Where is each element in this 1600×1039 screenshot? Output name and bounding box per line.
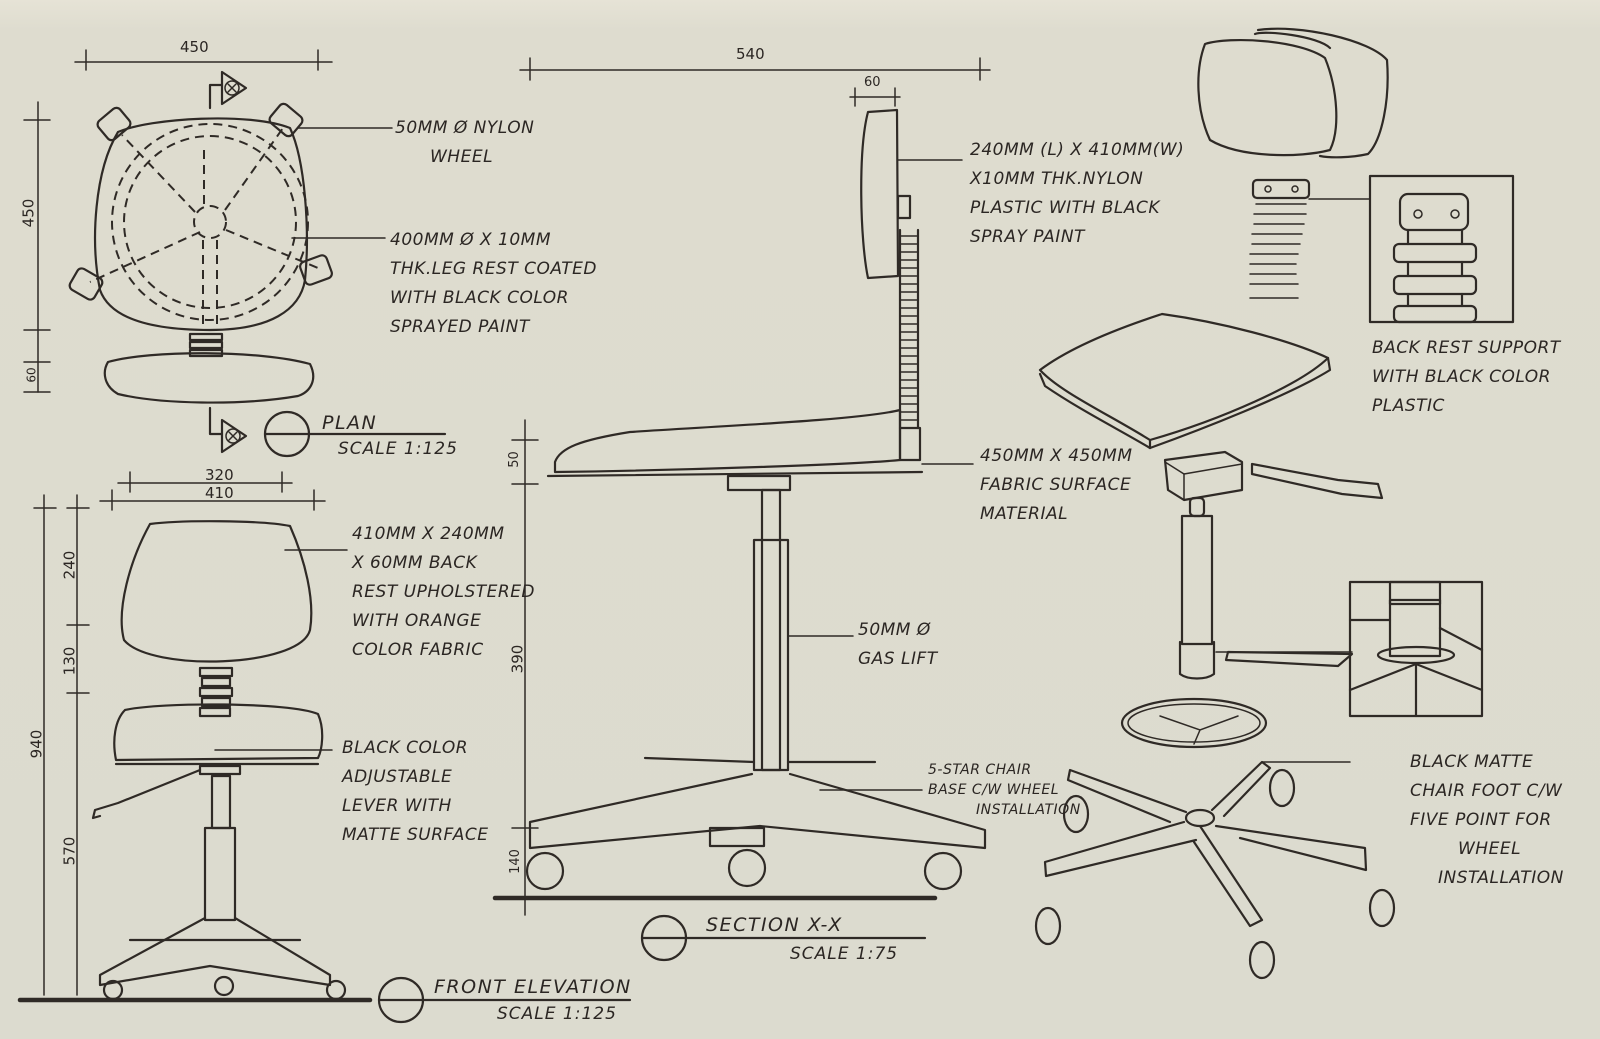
front-seat-height-dimension: 570 (60, 836, 79, 866)
front-seat (113, 703, 324, 762)
front-backrest-spring (198, 666, 234, 718)
exploded-backrest-front (1197, 38, 1338, 157)
plan-width-dimension-line (74, 49, 333, 71)
section-seat-thickness-dimension: 50 (506, 451, 522, 468)
plan-backrest (103, 352, 315, 404)
plan-depth-dimension-line (23, 101, 51, 393)
exploded-casters (1034, 768, 1396, 980)
plan-scale: SCALE 1:125 (338, 439, 458, 459)
section-bellows (898, 228, 922, 462)
section-seat (553, 408, 902, 474)
exploded-view (1034, 27, 1515, 980)
note-adjustable-lever: BLACK COLOR ADJUSTABLE LEVER WITH MATTE … (342, 738, 489, 845)
front-elevation-scale: SCALE 1:125 (497, 1004, 617, 1024)
exploded-gas-cylinder (1180, 514, 1214, 646)
front-elevation-title: FRONT ELEVATION (434, 976, 632, 998)
note-five-star-base: 5-STAR CHAIR BASE C/W WHEEL INSTALLATION (928, 762, 1081, 818)
section-scale: SCALE 1:75 (790, 944, 899, 964)
plan-depth-dimension: 450 (19, 198, 38, 228)
exploded-seat (1038, 312, 1330, 442)
section-backrest-thickness-dimension: 60 (864, 75, 881, 90)
section-marker-bottom (208, 406, 248, 454)
note-seat-fabric: 450mm x 450mm FABRIC SURFACE MATERIAL (980, 446, 1133, 524)
front-elevation-view (17, 471, 632, 1024)
plan-view (23, 49, 447, 458)
note-chair-foot: BLACK MATTE CHAIR FOOT C/W FIVE POINT FO… (1410, 752, 1564, 888)
note-gas-lift: 50mm Ø GAS LIFT (858, 620, 938, 669)
front-seat-width-dimension: 410 (205, 484, 234, 502)
front-backrest (120, 520, 313, 663)
section-marker-top (208, 70, 248, 110)
section-title: SECTION X-X (706, 914, 843, 936)
plan-seat-outline (94, 117, 308, 332)
exploded-foot-ring (1120, 697, 1268, 749)
front-backrest-height-dimension: 240 (60, 550, 79, 580)
note-leg-rest: 400mm Ø x 10mm THK.LEG REST COATED WITH … (390, 230, 598, 337)
front-backrest-width-dimension: 320 (205, 466, 234, 484)
exploded-lever (1250, 462, 1384, 500)
backrest-support-detail-box (1368, 174, 1515, 324)
plan-title: PLAN (322, 412, 378, 434)
front-lever (91, 768, 202, 820)
front-backrest-gap-dimension: 130 (60, 646, 79, 676)
section-depth-dimension: 540 (736, 45, 765, 63)
plan-width-dimension: 450 (180, 38, 209, 56)
note-backrest-support: BACK REST SUPPORT WITH BLACK COLOR PLAST… (1372, 338, 1561, 416)
note-backrest-shell: 240mm (L) x 410mm(W) x10mm THK.NYLON PLA… (970, 140, 1185, 247)
section-backrest (860, 108, 900, 280)
exploded-mechanism-box (1163, 450, 1244, 502)
plan-backrest-dimension: 60 (24, 367, 39, 383)
exploded-star-base (1043, 760, 1368, 928)
front-total-height-dimension: 940 (27, 729, 46, 759)
note-nylon-wheel: 50mm Ø NYLON WHEEL (395, 118, 535, 167)
section-base-height-dimension: 140 (507, 849, 523, 874)
note-back-rest-upholstery: 410mm x 240mm x 60mm BACK REST UPHOLSTER… (352, 524, 536, 660)
section-view (492, 57, 991, 962)
